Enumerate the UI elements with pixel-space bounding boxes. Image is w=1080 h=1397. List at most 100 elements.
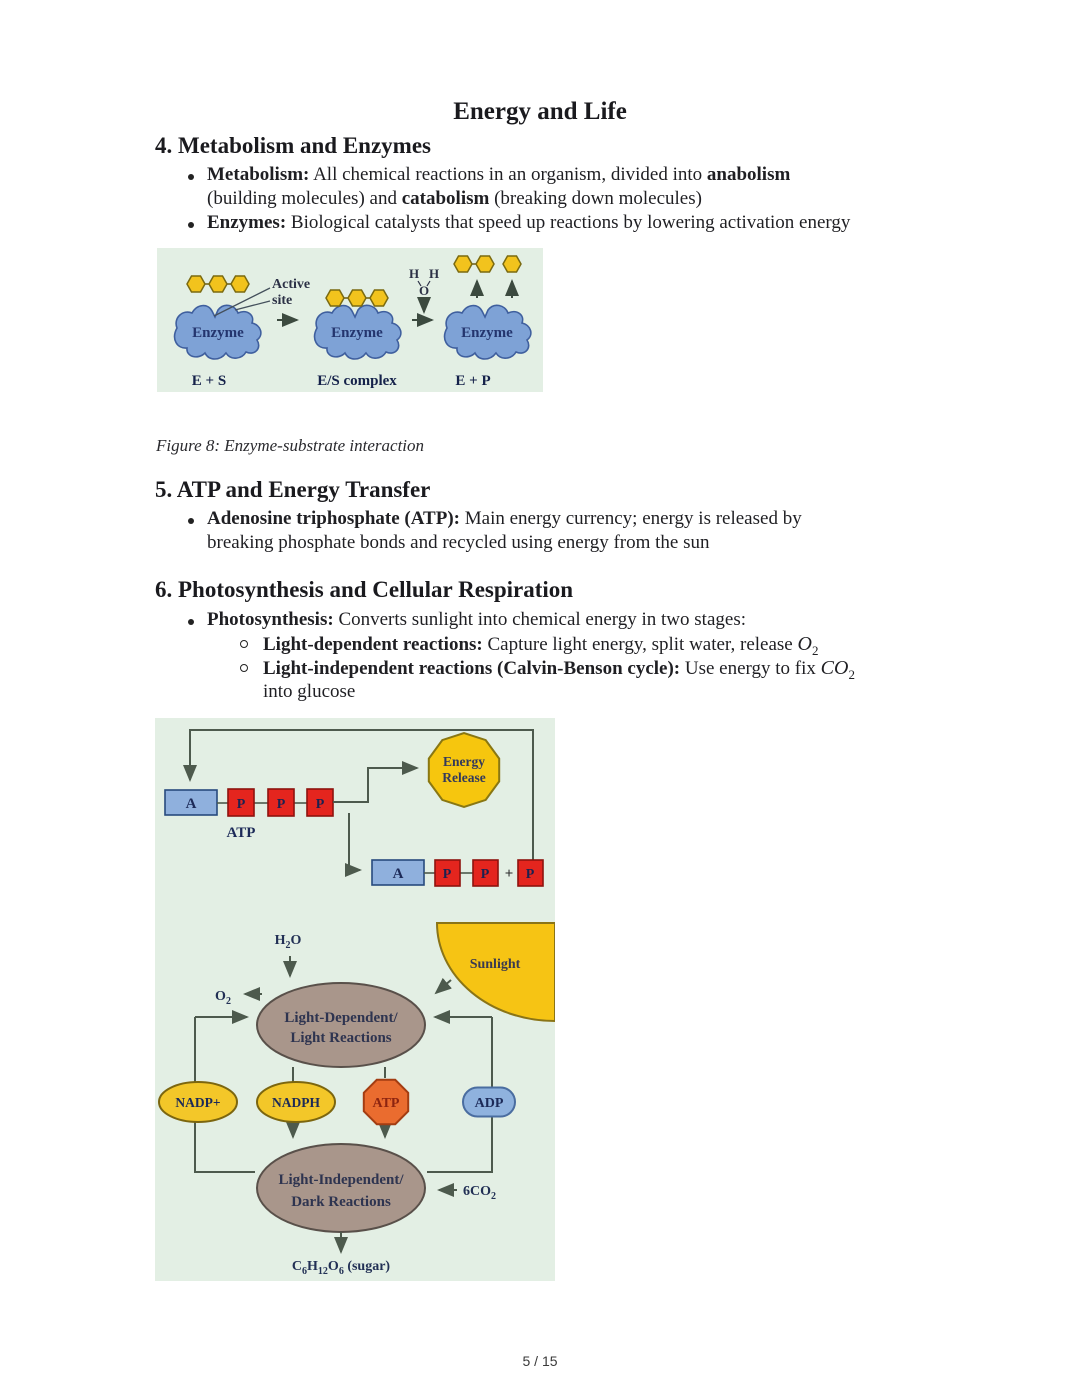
bold-term: Metabolism: — [207, 164, 310, 185]
figure8-caption: Figure 8: Enzyme-substrate interaction — [156, 436, 425, 455]
phosphate-box — [472, 859, 499, 887]
sugar-label: C6H12O6 (sugar) — [292, 1259, 391, 1277]
water-h-label: H — [409, 266, 419, 281]
active-site-label-line1: Active — [272, 277, 310, 292]
sub-bullet-circle — [240, 640, 248, 648]
section6-heading: 6. Photosynthesis and Cellular Respirati… — [155, 577, 574, 602]
water-o-label: O — [419, 283, 429, 298]
section4-bullet1-line1: Metabolism: All chemical reactions in an… — [207, 163, 790, 187]
math-symbol: CO — [820, 657, 849, 679]
energy-release-label-line2: Release — [442, 770, 485, 785]
adp-label: ADP — [475, 1096, 504, 1111]
math-subscript: 2 — [811, 642, 819, 658]
text-run: All chemical reactions in an organism, d… — [309, 164, 707, 185]
section6-bullet1-line: Photosynthesis: Converts sunlight into c… — [207, 608, 746, 632]
math-symbol: O — [797, 633, 812, 655]
energy-release-decagon — [427, 731, 501, 809]
enzyme-label: Enzyme — [461, 325, 513, 341]
text-run: Capture light energy, split water, relea… — [482, 634, 798, 655]
phosphate-letter: P — [316, 797, 325, 812]
phosphate-letter: P — [481, 867, 490, 882]
section5-bullet1-line1: Adenosine triphosphate (ATP): Main energ… — [207, 507, 802, 531]
product-hexagon — [502, 255, 522, 273]
bold-term: Light-dependent reactions: — [263, 634, 483, 655]
bullet-dot — [188, 518, 194, 524]
phosphate-box — [434, 859, 461, 887]
bold-term: Photosynthesis: — [207, 609, 334, 630]
bold-term: anabolism — [706, 164, 791, 185]
light-independent-label-line1: Light-Independent/ — [278, 1172, 404, 1188]
atp-label: ATP — [373, 1096, 400, 1111]
text-run: (building molecules) and — [207, 188, 402, 209]
hydrolysis-arrow — [345, 813, 362, 877]
phosphate-letter: P — [237, 797, 246, 812]
bullet-dot — [188, 174, 194, 180]
active-site-label-line2: site — [272, 293, 292, 308]
page-number: 5 / 15 — [522, 1353, 558, 1369]
water-bond — [426, 280, 431, 287]
phosphate-box — [267, 788, 295, 817]
nadp-ellipse — [158, 1081, 238, 1123]
adenosine-box — [371, 859, 425, 886]
atp-molecule-label: ATP — [227, 825, 256, 841]
phosphate-box — [517, 859, 544, 887]
adenosine-letter: A — [186, 796, 197, 812]
substrate-hexagons — [187, 276, 249, 292]
light-dependent-label-line2: Light Reactions — [290, 1030, 391, 1046]
adenosine-letter: A — [393, 866, 404, 882]
water-bond — [417, 280, 422, 287]
section5-heading: 5. ATP and Energy Transfer — [155, 477, 431, 502]
atp-octagon — [362, 1078, 410, 1126]
left-loop-line — [194, 1017, 255, 1173]
enzyme-label: Enzyme — [331, 325, 383, 341]
section6-sub1-line: Light-dependent reactions: Capture light… — [263, 632, 818, 663]
h2o-label: H2O — [275, 933, 302, 951]
o2-label: O2 — [215, 989, 231, 1007]
light-dependent-ellipse — [256, 982, 426, 1068]
sunlight-arrow — [434, 977, 452, 995]
section4-bullet2-line: Enzymes: Biological catalysts that speed… — [207, 211, 850, 235]
nadph-ellipse — [256, 1081, 336, 1123]
nadp-label: NADP+ — [175, 1095, 220, 1110]
bold-term: Adenosine triphosphate (ATP): — [207, 508, 460, 529]
section5-bullet1-line2: breaking phosphate bonds and recycled us… — [207, 532, 710, 553]
section4-heading: 4. Metabolism and Enzymes — [155, 133, 431, 158]
phosphate-letter: P — [443, 867, 452, 882]
energy-release-arrow — [333, 761, 419, 803]
bold-term: Enzymes: — [207, 212, 287, 233]
text-run: Main energy currency; energy is released… — [460, 508, 802, 529]
phosphate-box — [227, 788, 255, 817]
enzyme-label: Enzyme — [192, 325, 244, 341]
phosphate-box — [306, 788, 334, 817]
water-h-label: H — [429, 266, 439, 281]
bullet-dot — [188, 619, 194, 625]
math-subscript: 2 — [848, 666, 855, 682]
active-site-pointer-line — [234, 300, 271, 311]
bold-term: Light-independent reactions (Calvin-Bens… — [263, 658, 681, 679]
text-run: Use energy to fix — [680, 658, 821, 679]
label-e-plus-s: E + S — [192, 373, 226, 389]
adp-pill — [462, 1086, 516, 1118]
active-site-pointer-line — [213, 287, 271, 317]
label-e-plus-p: E + P — [455, 373, 490, 389]
co2-label: 6CO2 — [463, 1184, 496, 1202]
energy-release-label-line1: Energy — [443, 754, 485, 769]
light-independent-ellipse — [256, 1143, 426, 1233]
figure-atp-photosynthesis: A P P P ATP Energy Release A P P P + H2O… — [155, 718, 555, 1281]
sub-bullet-circle — [240, 664, 248, 672]
nadph-label: NADPH — [272, 1095, 320, 1110]
substrate-hexagons-bound — [326, 290, 388, 306]
sunlight-quarter-sun — [435, 922, 555, 1023]
section4-bullet1-line2: (building molecules) and catabolism (bre… — [207, 187, 702, 211]
light-independent-label-line2: Dark Reactions — [291, 1194, 391, 1210]
bullet-dot — [188, 222, 194, 228]
plus-sign: + — [505, 866, 514, 882]
text-run: Biological catalysts that speed up react… — [286, 212, 851, 233]
figure-enzyme-substrate: Active site Enzyme Enzyme Enzyme H H O E… — [157, 248, 543, 392]
text-run: (breaking down molecules) — [489, 188, 702, 209]
phosphate-letter: P — [277, 797, 286, 812]
sunlight-label: Sunlight — [470, 957, 521, 972]
text-run: Converts sunlight into chemical energy i… — [333, 609, 746, 630]
page-title: Energy and Life — [453, 98, 627, 125]
